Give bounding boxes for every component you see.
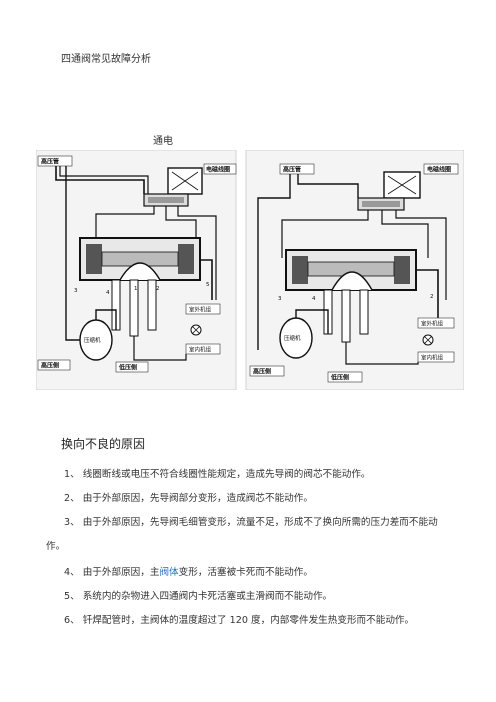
left-num-1: 1 [134,286,138,292]
four-way-valve-figure: 高压管 电磁线圈 [36,150,464,390]
left-coil-label: 电磁线圈 [206,166,230,174]
left-num-4: 4 [106,290,110,296]
right-num-4: 4 [312,296,316,302]
figure-caption: 通电 [153,136,173,147]
cause-text: 由于外部原因，主 [82,567,160,578]
left-compressor-label: 压缩机 [84,336,101,344]
right-indoor-label: 室内机组 [421,354,444,362]
left-num-2: 2 [156,286,160,292]
cause-text: 系统内的杂物进入四通阀内卡死活塞或主滑阀而不能动作。 [82,591,333,602]
cause-item: 1、线圈断线或电压不符合线圈性能规定，造成先导阀的阀芯不能动作。 [64,462,470,488]
valve-diagrams-svg: 高压管 电磁线圈 [36,150,464,390]
left-outdoor-label: 室外机组 [189,306,212,314]
right-low-side-label: 低压侧 [330,374,349,382]
cause-text: 作。 [46,541,66,552]
left-low-side-label: 低压侧 [118,364,137,372]
right-num-3: 3 [278,296,282,302]
document-title: 四通阀常见故障分析 [61,54,151,65]
left-coil-box [203,163,237,175]
cause-text: 钎焊配管时，主阀体的温度超过了 120 度，内部零件发生热变形而不能动作。 [82,615,415,626]
cause-item: 2、由于外部原因，先导阀部分变形，造成阀芯不能动作。 [64,486,470,512]
right-diagram: 高压管 电磁线圈 室外机组 [245,150,464,390]
cause-text-tail: 变形，活塞被卡死而不能动作。 [178,567,313,578]
cause-number: 3、 [64,517,80,528]
valve-body-link[interactable]: 阀体 [159,567,179,578]
left-high-pipe-box [37,155,73,167]
cause-number: 1、 [64,469,80,480]
cause-number: 2、 [64,493,80,504]
cause-item-continuation: 作。 [46,534,452,560]
cause-item: 4、由于外部原因，主阀体变形，活塞被卡死而不能动作。 [64,560,470,586]
right-high-side-label: 高压侧 [253,368,271,376]
left-diagram: 高压管 电磁线圈 [36,150,237,390]
cause-number: 4、 [64,567,80,578]
section-heading: 换向不良的原因 [61,437,146,451]
right-compressor-label: 压缩机 [284,334,301,342]
left-indoor-label: 室内机组 [189,346,212,354]
right-high-pipe-label: 高压管 [283,166,301,174]
cause-item: 5、系统内的杂物进入四通阀内卡死活塞或主滑阀而不能动作。 [64,584,470,610]
cause-number: 5、 [64,591,80,602]
cause-text: 线圈断线或电压不符合线圈性能规定，造成先导阀的阀芯不能动作。 [82,469,371,480]
left-num-5: 5 [206,282,210,288]
cause-number: 6、 [64,615,80,626]
cause-item: 3、由于外部原因，先导阀毛细管变形，流量不足，形成不了换向所需的压力差而不能动 [64,510,470,536]
cause-text: 由于外部原因，先导阀部分变形，造成阀芯不能动作。 [82,493,313,504]
cause-text: 由于外部原因，先导阀毛细管变形，流量不足，形成不了换向所需的压力差而不能动 [82,517,438,528]
left-high-pipe-label: 高压管 [41,158,59,166]
left-num-3: 3 [74,288,78,294]
cause-item: 6、钎焊配管时，主阀体的温度超过了 120 度，内部零件发生热变形而不能动作。 [64,608,470,634]
left-high-side-label: 高压侧 [41,362,59,370]
right-num-2: 2 [430,294,434,300]
right-coil-label: 电磁线圈 [427,166,451,174]
right-outdoor-label: 室外机组 [421,320,444,328]
